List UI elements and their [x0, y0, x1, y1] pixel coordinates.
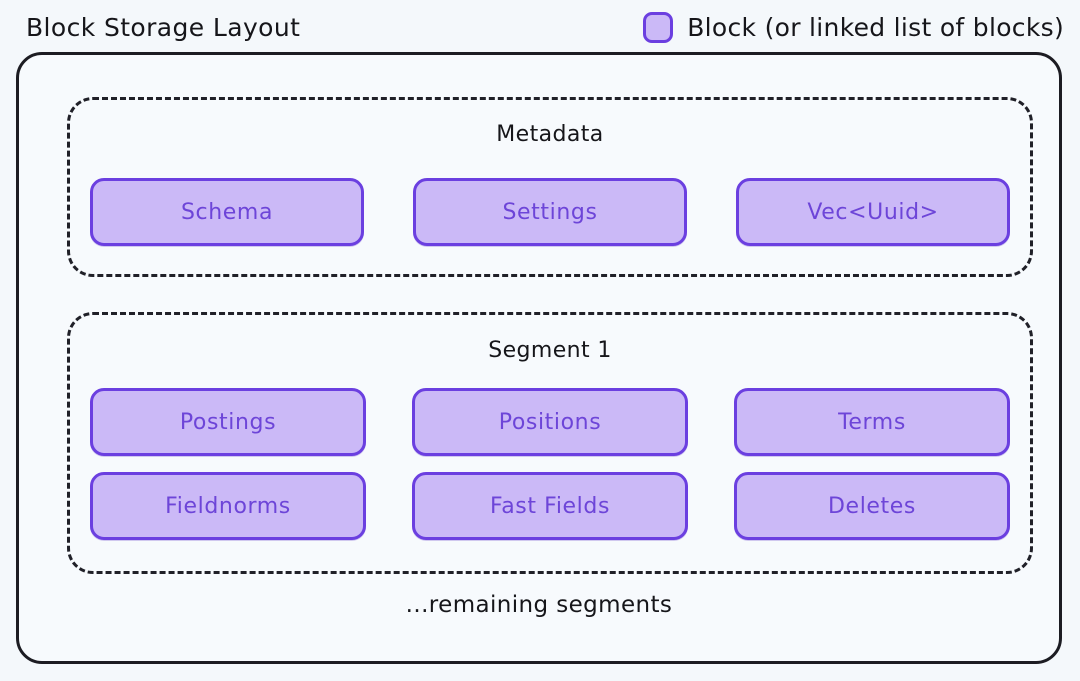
group-segment-1: Segment 1 Postings Positions Terms Field…	[67, 312, 1033, 574]
block-schema-label: Schema	[180, 199, 274, 225]
block-fieldnorms-label: Fieldnorms	[165, 493, 291, 519]
block-deletes[interactable]: Deletes	[734, 472, 1010, 540]
block-fieldnorms[interactable]: Fieldnorms	[90, 472, 366, 540]
metadata-block-row: Schema Settings Vec<Uuid>	[90, 178, 1010, 246]
block-schema[interactable]: Schema	[90, 178, 364, 246]
page-title: Block Storage Layout	[26, 13, 301, 42]
block-deletes-label: Deletes	[828, 493, 916, 519]
block-storage-container: Metadata Schema Settings Vec<Uuid> Segme…	[16, 52, 1062, 664]
header-bar: Block Storage Layout Block (or linked li…	[0, 0, 1080, 62]
remaining-segments-note: ...remaining segments	[405, 592, 673, 618]
block-swatch-icon	[643, 12, 674, 43]
block-settings[interactable]: Settings	[413, 178, 687, 246]
block-terms[interactable]: Terms	[734, 388, 1010, 456]
segment-1-block-row-2: Fieldnorms Fast Fields Deletes	[90, 472, 1010, 540]
block-positions[interactable]: Positions	[412, 388, 688, 456]
legend-label: Block (or linked list of blocks)	[687, 13, 1064, 42]
block-fast-fields-label: Fast Fields	[489, 493, 611, 519]
block-settings-label: Settings	[502, 199, 598, 225]
block-vec-uuid[interactable]: Vec<Uuid>	[736, 178, 1010, 246]
legend: Block (or linked list of blocks)	[643, 12, 1064, 43]
segment-1-block-row-1: Postings Positions Terms	[90, 388, 1010, 456]
group-metadata: Metadata Schema Settings Vec<Uuid>	[67, 97, 1033, 277]
block-vec-uuid-label: Vec<Uuid>	[807, 199, 939, 225]
block-postings[interactable]: Postings	[90, 388, 366, 456]
block-terms-label: Terms	[838, 409, 906, 435]
block-positions-label: Positions	[498, 409, 602, 435]
group-metadata-title: Metadata	[496, 122, 604, 147]
group-segment-1-title: Segment 1	[488, 338, 612, 363]
block-postings-label: Postings	[179, 409, 277, 435]
block-fast-fields[interactable]: Fast Fields	[412, 472, 688, 540]
